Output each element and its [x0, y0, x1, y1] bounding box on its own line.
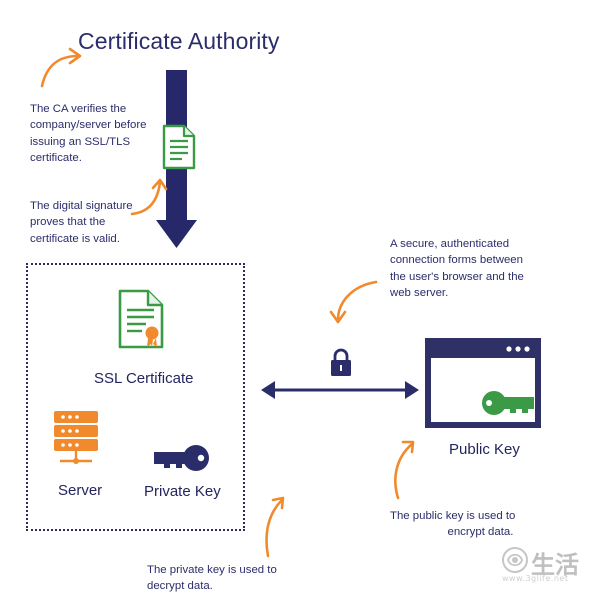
public-key-label: Public Key — [449, 441, 520, 458]
private-key-label: Private Key — [144, 483, 221, 500]
public-key-note-line: The public key is used to — [390, 510, 516, 522]
secure-connection-line: A secure, authenticated — [390, 238, 510, 250]
ca-verifies-note: The CA verifies the company/server befor… — [30, 101, 147, 166]
ca-verifies-line: certificate. — [30, 151, 82, 164]
watermark-url: www.3glife.net — [502, 574, 569, 583]
private-key-note-line: decrypt data. — [147, 580, 213, 593]
server-label: Server — [58, 482, 103, 499]
watermark-logo-icon — [502, 547, 528, 573]
title-curved-arrow — [40, 47, 82, 88]
ssl-certificate-label: SSL Certificate — [94, 370, 194, 387]
secure-connection-curved-arrow — [329, 280, 378, 324]
ca-document-icon — [162, 124, 196, 170]
diagram-title: Certificate Authority — [78, 28, 280, 54]
digital-signature-line: proves that the — [30, 216, 106, 229]
lock-icon — [331, 348, 351, 376]
public-key-icon — [482, 391, 534, 415]
watermark-text: 生活 — [531, 551, 579, 579]
ca-verifies-line: issuing an SSL/TLS — [30, 135, 131, 148]
secure-connection-note: A secure, authenticated connection forms… — [390, 236, 524, 301]
private-key-note: The private key is used to decrypt data. — [147, 562, 277, 595]
private-key-note-line: The private key is used to — [147, 564, 277, 576]
private-key-icon — [154, 445, 209, 471]
public-key-note: The public key is used to encrypt data. — [390, 508, 515, 541]
watermark: 生活 www.3glife.net — [500, 541, 594, 585]
signature-curved-arrow — [130, 178, 168, 216]
secure-connection-line: web server. — [390, 286, 449, 299]
secure-connection-line: connection forms between — [390, 254, 523, 267]
ca-verifies-line: company/server before — [30, 119, 147, 132]
public-key-note-line: encrypt data. — [447, 526, 514, 539]
digital-signature-note: The digital signature proves that the ce… — [30, 198, 133, 247]
ca-verifies-line: The CA verifies the — [30, 103, 127, 115]
digital-signature-line: The digital signature — [30, 200, 133, 212]
server-side-box — [26, 263, 245, 531]
public-key-curved-arrow — [394, 440, 415, 500]
private-key-curved-arrow — [265, 496, 285, 558]
server-icon — [54, 411, 98, 464]
digital-signature-line: certificate is valid. — [30, 232, 120, 245]
secure-connection-arrow — [261, 381, 419, 399]
browser-window-icon — [425, 338, 541, 428]
secure-connection-line: the user's browser and the — [390, 270, 524, 283]
ssl-certificate-icon — [118, 289, 164, 349]
